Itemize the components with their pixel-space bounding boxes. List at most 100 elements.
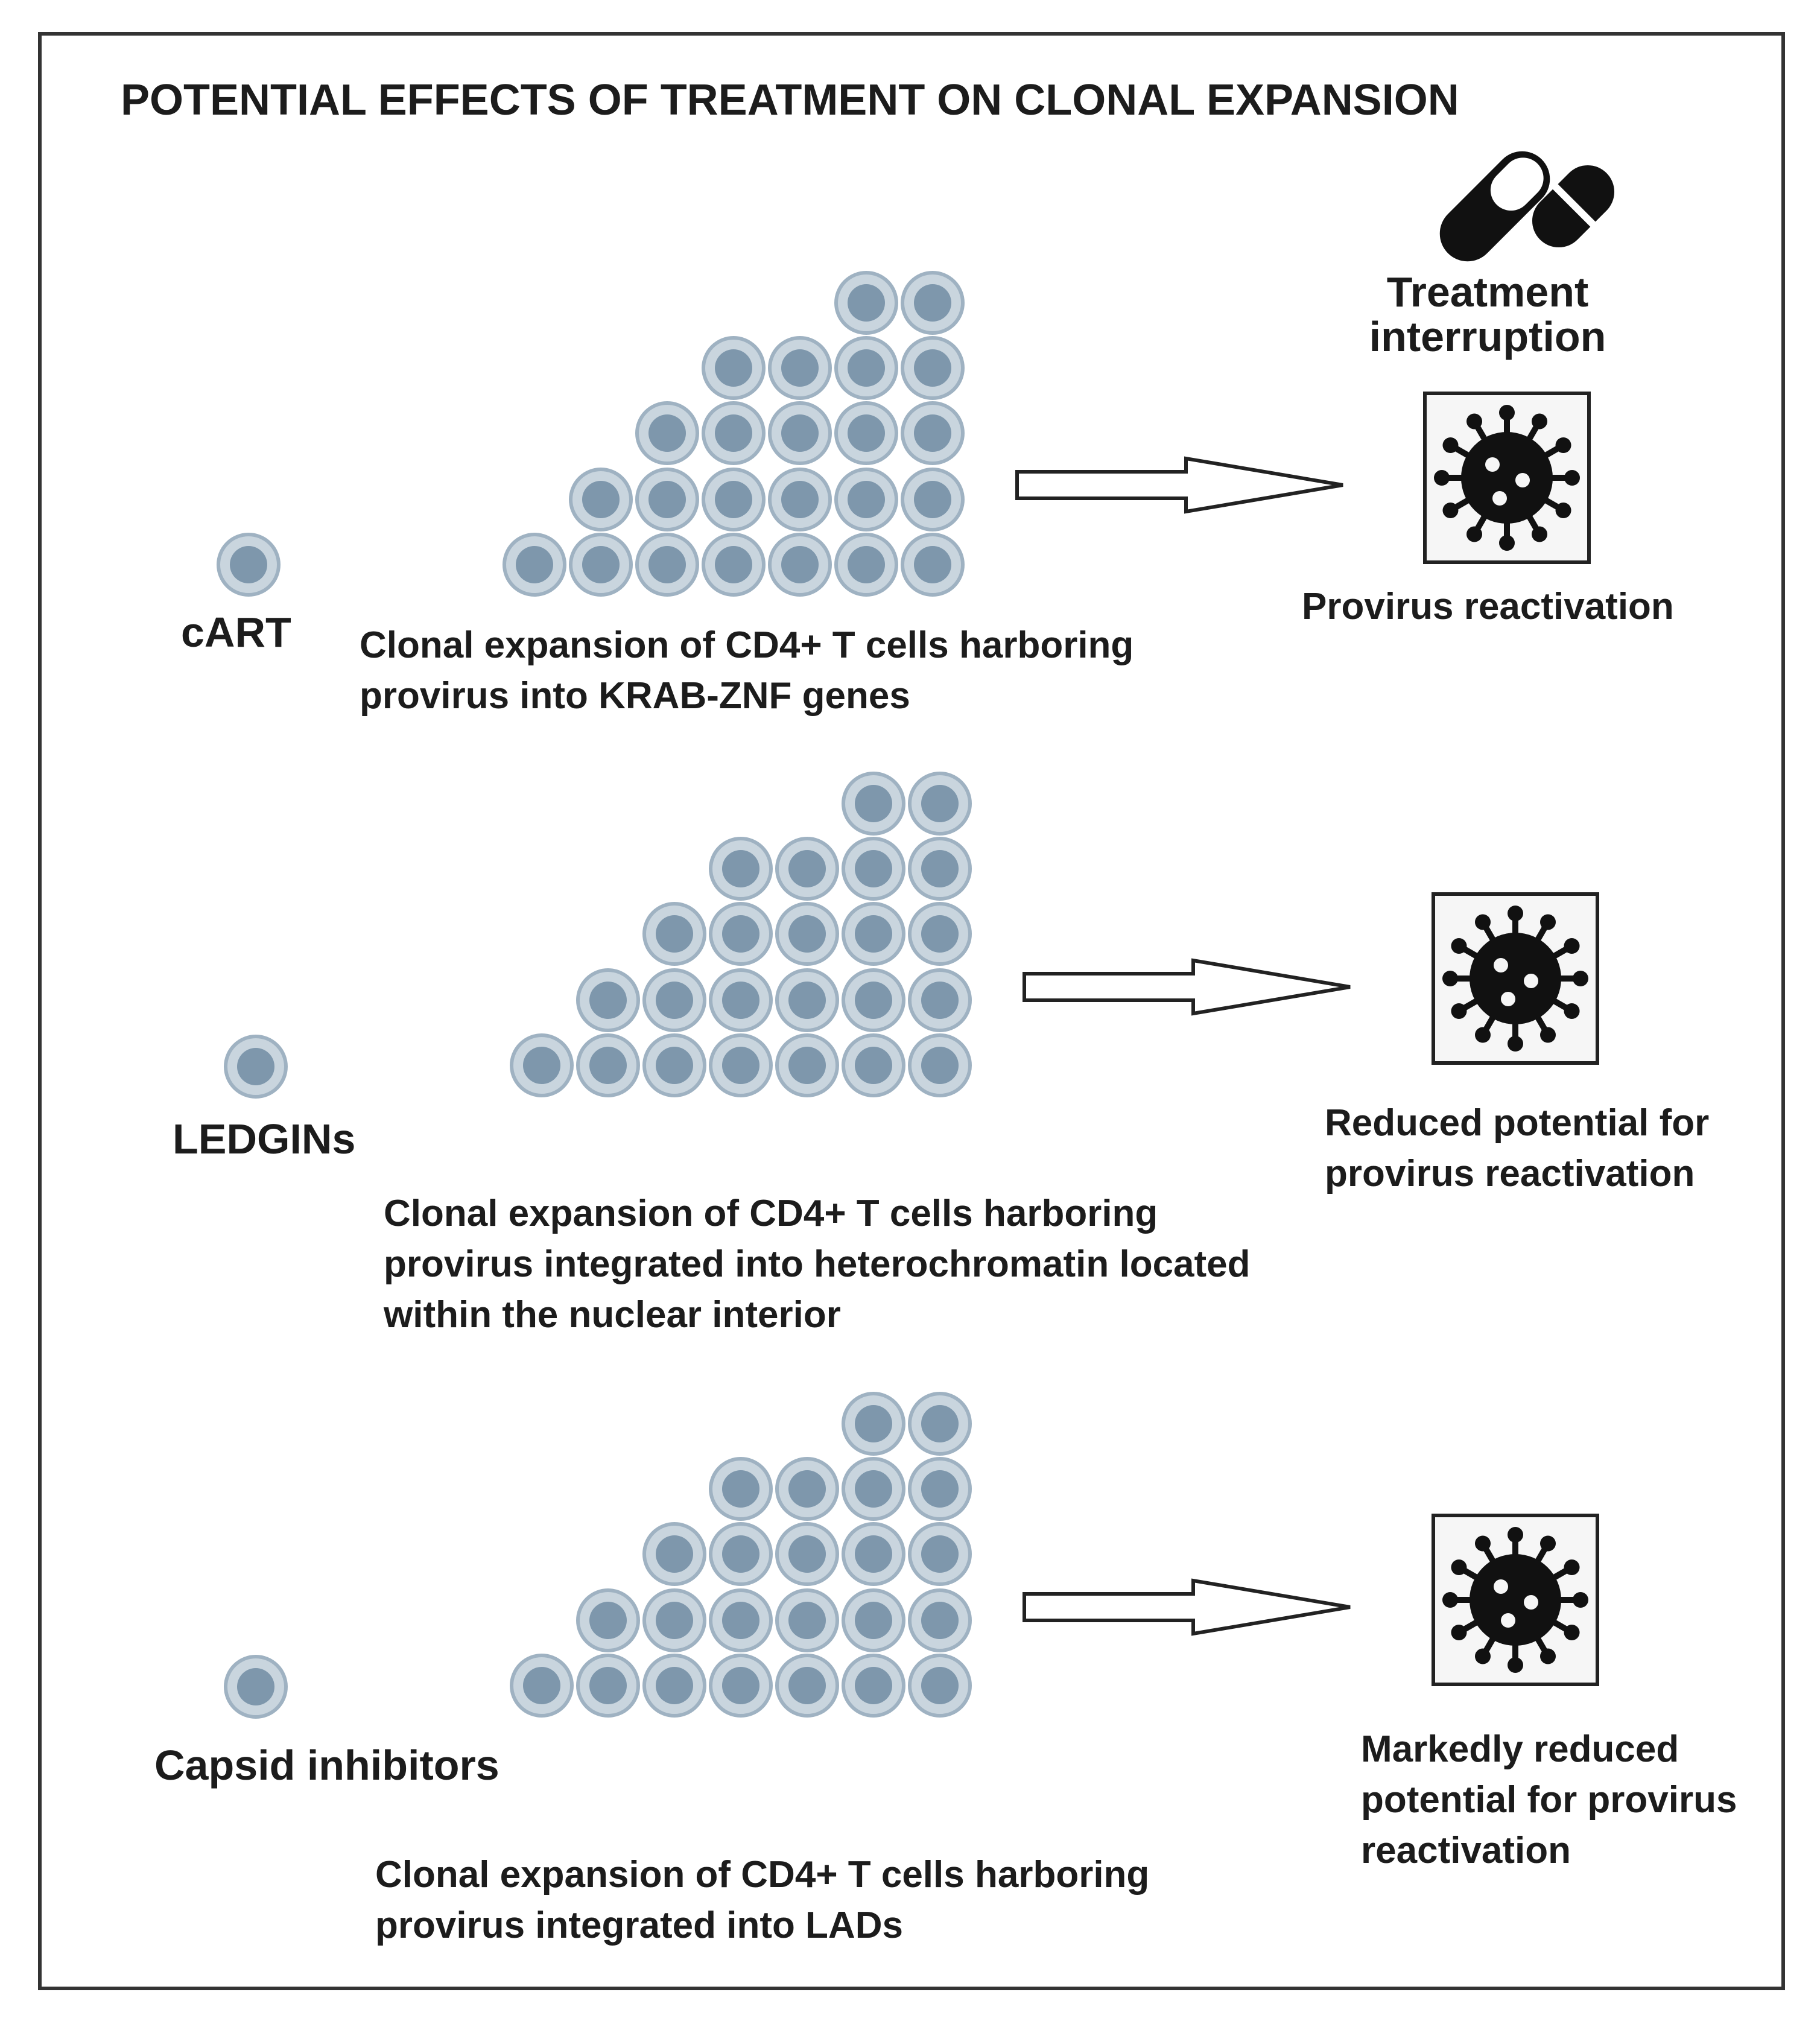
expanded-cell <box>834 271 898 335</box>
expanded-cell <box>908 772 972 836</box>
expanded-cell <box>709 1588 773 1652</box>
expanded-cell <box>842 902 905 966</box>
expanded-cell <box>908 1654 972 1718</box>
expanded-cell <box>642 1654 706 1718</box>
expanded-cell <box>709 902 773 966</box>
expanded-cell <box>908 1392 972 1456</box>
expanded-cell <box>768 336 832 400</box>
expansion-description: within the nuclear interior <box>383 1294 841 1336</box>
expanded-cell <box>834 336 898 400</box>
expanded-cell <box>775 1457 839 1521</box>
treatment-interruption-line1: Treatment <box>1387 268 1589 316</box>
single-cell <box>224 1655 288 1719</box>
expanded-cell <box>768 533 832 597</box>
expanded-cell <box>775 1588 839 1652</box>
treatment-label: LEDGINs <box>173 1115 355 1163</box>
expanded-cell <box>834 533 898 597</box>
expanded-cell <box>834 401 898 465</box>
expanded-cell <box>709 837 773 901</box>
arrow <box>1023 1578 1351 1636</box>
expanded-cell <box>908 1588 972 1652</box>
outer-frame <box>38 32 1785 1990</box>
expanded-cell <box>709 1457 773 1521</box>
expanded-cell <box>842 837 905 901</box>
expanded-cell <box>709 1522 773 1586</box>
treatment-label: Capsid inhibitors <box>154 1742 499 1789</box>
expanded-cell <box>642 902 706 966</box>
outcome-label: potential for provirus <box>1361 1779 1737 1821</box>
pill-capsules-icon <box>1439 151 1615 262</box>
expanded-cell <box>908 968 972 1032</box>
expanded-cell <box>842 1654 905 1718</box>
expansion-description: Clonal expansion of CD4+ T cells harbori… <box>360 624 1134 666</box>
outcome-label: provirus reactivation <box>1325 1153 1695 1194</box>
expansion-description: provirus integrated into LADs <box>375 1905 903 1946</box>
expanded-cell <box>901 533 965 597</box>
expansion-description: Clonal expansion of CD4+ T cells harbori… <box>375 1854 1149 1896</box>
expanded-cell <box>908 1033 972 1097</box>
expanded-cell <box>702 468 766 531</box>
expanded-cell <box>901 401 965 465</box>
expanded-cell <box>642 1588 706 1652</box>
expanded-cell <box>775 1522 839 1586</box>
expansion-description: Clonal expansion of CD4+ T cells harbori… <box>384 1193 1158 1234</box>
expanded-cell <box>842 1522 905 1586</box>
expanded-cell <box>775 968 839 1032</box>
outcome-label: Markedly reduced <box>1361 1728 1679 1770</box>
outcome-label: Reduced potential for <box>1325 1102 1709 1144</box>
expanded-cell <box>775 1033 839 1097</box>
expanded-cell <box>702 336 766 400</box>
expanded-cell <box>901 468 965 531</box>
diagram-title: POTENTIAL EFFECTS OF TREATMENT ON CLONAL… <box>121 76 1459 124</box>
expanded-cell <box>510 1033 574 1097</box>
expanded-cell <box>709 968 773 1032</box>
single-cell <box>217 533 281 597</box>
expanded-cell <box>510 1654 574 1718</box>
expanded-cell <box>908 1522 972 1586</box>
arrow <box>1015 456 1343 514</box>
outcome-label: Provirus reactivation <box>1302 586 1674 627</box>
expanded-cell <box>503 533 566 597</box>
expanded-cell <box>576 1033 640 1097</box>
expanded-cell <box>709 1654 773 1718</box>
expanded-cell <box>576 968 640 1032</box>
expanded-cell <box>576 1588 640 1652</box>
expanded-cell <box>901 271 965 335</box>
virus-icon <box>1432 892 1599 1065</box>
expanded-cell <box>569 533 633 597</box>
expanded-cell <box>709 1033 773 1097</box>
expanded-cell <box>768 468 832 531</box>
treatment-label: cART <box>181 609 291 656</box>
virus-icon <box>1423 392 1591 564</box>
expanded-cell <box>842 1588 905 1652</box>
virus-icon <box>1432 1514 1599 1686</box>
expanded-cell <box>775 902 839 966</box>
expanded-cell <box>569 468 633 531</box>
expanded-cell <box>908 902 972 966</box>
expanded-cell <box>702 401 766 465</box>
expanded-cell <box>642 968 706 1032</box>
expansion-description: provirus integrated into heterochromatin… <box>384 1243 1251 1285</box>
outcome-label: reactivation <box>1361 1830 1571 1871</box>
arrow <box>1023 958 1351 1016</box>
expanded-cell <box>834 468 898 531</box>
expanded-cell <box>842 1033 905 1097</box>
expanded-cell <box>642 1033 706 1097</box>
expanded-cell <box>842 1457 905 1521</box>
expanded-cell <box>901 336 965 400</box>
expanded-cell <box>842 772 905 836</box>
expanded-cell <box>635 468 699 531</box>
expanded-cell <box>908 837 972 901</box>
expanded-cell <box>576 1654 640 1718</box>
expanded-cell <box>775 1654 839 1718</box>
expanded-cell <box>775 837 839 901</box>
expanded-cell <box>842 1392 905 1456</box>
expansion-description: provirus into KRAB-ZNF genes <box>360 675 910 717</box>
expanded-cell <box>842 968 905 1032</box>
expanded-cell <box>635 533 699 597</box>
treatment-interruption-line2: interruption <box>1369 313 1606 360</box>
expanded-cell <box>642 1522 706 1586</box>
expanded-cell <box>908 1457 972 1521</box>
expanded-cell <box>635 401 699 465</box>
